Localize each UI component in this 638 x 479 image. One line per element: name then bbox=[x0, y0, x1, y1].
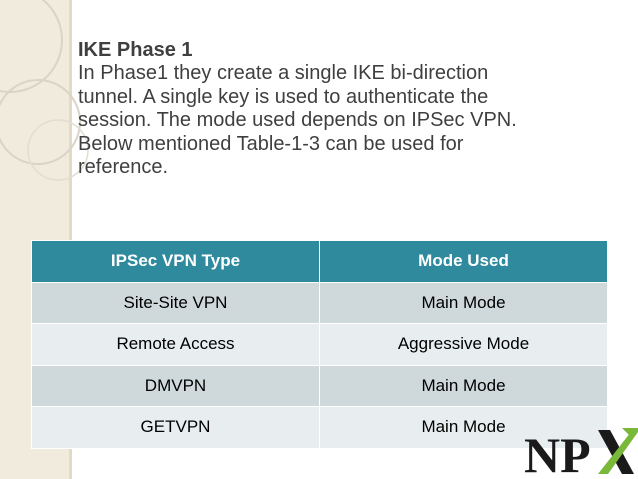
table-row: DMVPN Main Mode bbox=[31, 364, 608, 407]
cell-mode: Aggressive Mode bbox=[319, 323, 608, 366]
svg-text:NP: NP bbox=[524, 427, 591, 479]
npx-logo: NP bbox=[524, 427, 638, 479]
cell-mode: Main Mode bbox=[319, 364, 608, 407]
cell-vpn-type: DMVPN bbox=[31, 364, 320, 407]
body-line: In Phase1 they create a single IKE bi-di… bbox=[78, 62, 489, 84]
slide-title: IKE Phase 1 bbox=[78, 39, 193, 61]
cell-vpn-type: Site-Site VPN bbox=[31, 281, 320, 324]
cell-mode: Main Mode bbox=[319, 281, 608, 324]
body-line: reference. bbox=[78, 156, 169, 179]
column-header-vpn-type: IPSec VPN Type bbox=[31, 240, 320, 283]
body-line: Below mentioned Table-1-3 can be used fo… bbox=[78, 132, 464, 155]
table-row: Remote Access Aggressive Mode bbox=[31, 323, 608, 366]
body-line: session. The mode used depends on IPSec … bbox=[78, 109, 517, 132]
cell-vpn-type: Remote Access bbox=[31, 323, 320, 366]
body-line: tunnel. A single key is used to authenti… bbox=[78, 85, 489, 108]
column-header-mode: Mode Used bbox=[319, 240, 608, 283]
side-band-divider bbox=[69, 0, 72, 479]
table-row: GETVPN Main Mode bbox=[31, 406, 608, 449]
cell-mode: Main Mode bbox=[319, 406, 608, 449]
vpn-mode-table: IPSec VPN Type Mode Used Site-Site VPN M… bbox=[31, 240, 608, 449]
cell-vpn-type: GETVPN bbox=[31, 406, 320, 449]
table-header-row: IPSec VPN Type Mode Used bbox=[31, 240, 608, 283]
slide-text: IKE Phase 1 In Phase1 they create a sing… bbox=[78, 38, 618, 180]
table-row: Site-Site VPN Main Mode bbox=[31, 281, 608, 324]
